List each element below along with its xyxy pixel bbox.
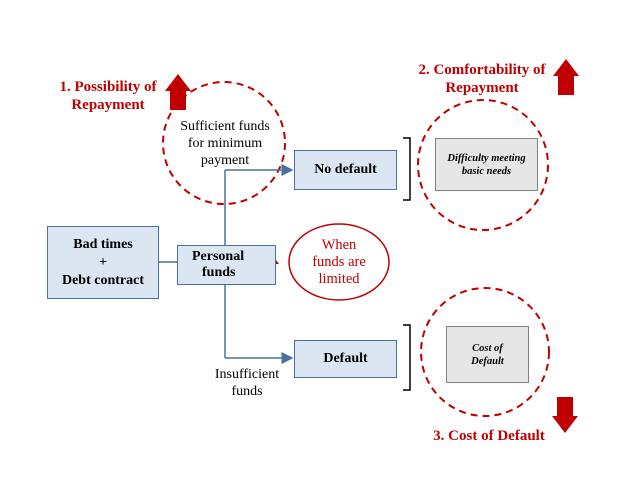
- heading-cost: 3. Cost of Default: [433, 428, 545, 444]
- bad-times-box: Bad times + Debt contract: [47, 226, 159, 299]
- default-box: Default: [294, 340, 397, 378]
- possibility-up-arrow-icon: [165, 74, 191, 110]
- label-when-funds-limited: When funds are limited: [312, 237, 366, 287]
- cost-circle: [420, 287, 550, 417]
- label-insufficient-funds: Insufficient funds: [214, 367, 280, 399]
- comfortability-up-arrow-icon: [553, 59, 579, 95]
- personal-funds-box: Personal funds: [177, 245, 276, 285]
- bracket-no-default: [403, 137, 411, 201]
- bracket-default: [403, 324, 411, 391]
- heading-possibility: 1. Possibility of Repayment: [59, 79, 157, 113]
- label-sufficient-funds: Sufficient funds for minimum payment: [180, 119, 270, 168]
- comfortability-circle: [417, 99, 549, 231]
- cost-of-default-box: Cost of Default: [446, 326, 529, 383]
- when-limited-oval: [288, 223, 390, 301]
- heading-comfortability: 2. Comfortability of Repayment: [418, 62, 546, 96]
- no-default-box: No default: [294, 150, 397, 190]
- difficulty-box: Difficulty meeting basic needs: [435, 138, 538, 191]
- cost-down-arrow-icon: [552, 397, 578, 433]
- possibility-circle: [162, 81, 286, 205]
